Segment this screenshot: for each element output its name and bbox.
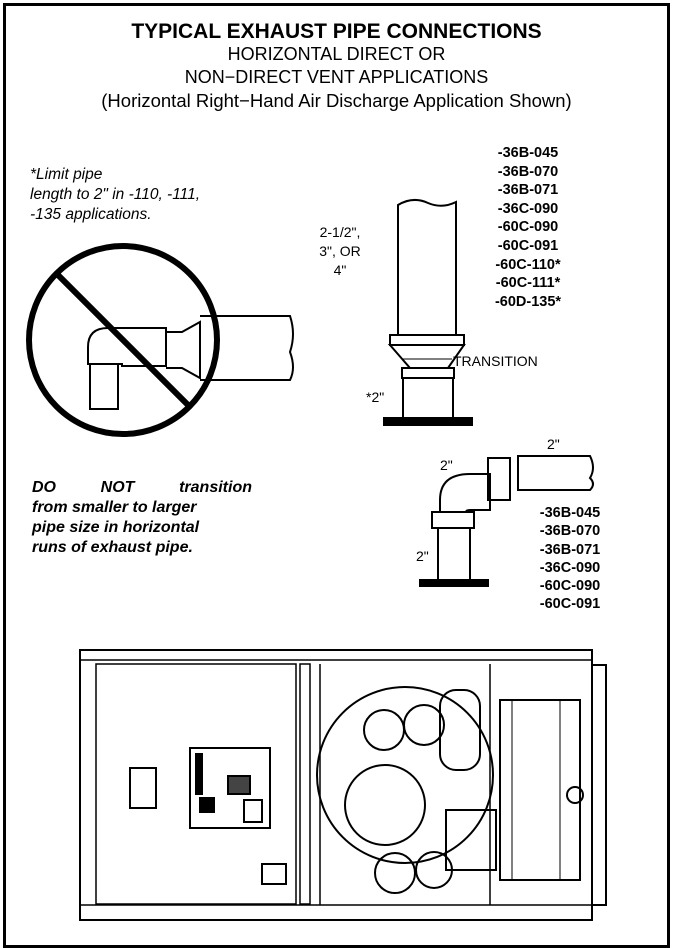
diagram-title: TYPICAL EXHAUST PIPE CONNECTIONS — [131, 20, 542, 43]
pipe-size-line-1: 2-1/2", — [319, 224, 361, 240]
elbow-vertical-size-label: 2" — [416, 548, 429, 564]
warning-text: DO NOT transition from smaller to larger… — [32, 478, 252, 558]
model-upper: -36B-071 — [497, 182, 559, 199]
sight-glass — [566, 786, 584, 804]
reducer-collar — [401, 367, 455, 379]
blower-compartment — [95, 663, 297, 905]
model-lower: -60C-090 — [539, 578, 601, 595]
warning-line-2: from smaller to larger — [32, 499, 197, 516]
model-upper: -36C-090 — [497, 200, 559, 217]
models-lower-list: -36B-045 -36B-070 -36B-071 -36C-090 -60C… — [530, 504, 610, 614]
short-pipe-label: *2" — [366, 389, 385, 405]
component-box — [129, 767, 157, 809]
two-inch-horizontal-pipe — [517, 455, 594, 491]
short-vertical-pipe — [402, 377, 454, 419]
control-board — [189, 747, 271, 829]
warning-line-1: DO NOT transition — [32, 478, 252, 498]
gas-valve — [445, 809, 497, 871]
subtitle-line-2: NON−DIRECT VENT APPLICATIONS — [184, 67, 489, 87]
warning-word: DO — [32, 479, 56, 496]
elbow-coupling — [487, 457, 511, 501]
pipe-size-line-2: 3", OR — [319, 243, 361, 259]
model-upper: -60C-110* — [495, 256, 561, 273]
large-vertical-pipe — [397, 199, 457, 336]
transition-label: TRANSITION — [453, 353, 538, 369]
transformer — [261, 863, 287, 885]
model-upper: -36B-070 — [497, 163, 559, 180]
pipe-coupling — [389, 334, 465, 346]
small-vertical-pipe — [89, 363, 119, 410]
warning-word: NOT — [100, 479, 135, 496]
allowed-elbow-assembly — [419, 455, 594, 587]
transition-fitting — [166, 320, 201, 380]
large-horizontal-pipe — [200, 315, 294, 381]
base-flange — [383, 417, 473, 426]
limit-note-line-3: -135 applications. — [30, 206, 152, 223]
warning-line-4: runs of exhaust pipe. — [32, 539, 193, 556]
cabinet-side-panel — [591, 664, 607, 906]
prohibited-slash — [54, 271, 192, 409]
model-upper: -60C-090 — [497, 219, 559, 236]
model-lower: -60C-091 — [539, 596, 601, 613]
pressure-switch — [403, 704, 445, 746]
prohibited-symbol — [26, 243, 220, 437]
two-inch-elbow — [439, 473, 491, 513]
model-lower: -36C-090 — [539, 559, 601, 576]
subtitle-line-1: HORIZONTAL DIRECT OR — [227, 44, 446, 64]
transition-reducer — [387, 344, 466, 369]
warning-word: transition — [179, 479, 252, 496]
limit-note: *Limit pipe length to 2" in -110, -111, … — [30, 165, 200, 225]
model-upper: -60D-135* — [494, 293, 562, 310]
model-upper: -60C-111* — [495, 275, 561, 292]
vertical-pipe-assembly — [383, 199, 473, 426]
model-lower: -36B-070 — [539, 523, 601, 540]
inducer-motor — [344, 764, 426, 846]
vent-collar — [439, 689, 481, 771]
model-upper: -60C-091 — [497, 237, 559, 254]
pressure-switch — [363, 709, 405, 751]
small-elbow — [87, 327, 167, 367]
lower-coupling — [431, 511, 475, 529]
model-lower: -36B-071 — [539, 541, 601, 558]
limit-note-line-2: length to 2" in -110, -111, — [30, 186, 201, 203]
warning-line-3: pipe size in horizontal — [32, 519, 200, 536]
models-upper-list: -36B-045 -36B-070 -36B-071 -36C-090 -60C… — [488, 144, 568, 311]
model-lower: -36B-045 — [539, 505, 601, 521]
pipe-size-label: 2-1/2", 3", OR 4" — [310, 223, 370, 280]
limit-note-line-1: *Limit pipe — [30, 166, 103, 183]
elbow-base-flange — [419, 579, 489, 587]
model-upper: -36B-045 — [497, 145, 559, 161]
elbow-size-label: 2" — [440, 457, 453, 473]
prohibited-pipe-assembly — [87, 315, 294, 410]
furnace-cabinet — [79, 649, 607, 921]
subtitle-line-3: (Horizontal Right−Hand Air Discharge App… — [101, 90, 572, 111]
pipe-size-line-3: 4" — [333, 262, 347, 278]
inducer-housing — [316, 686, 494, 864]
gas-valve-fitting — [374, 852, 416, 894]
elbow-horizontal-size-label: 2" — [547, 436, 560, 452]
two-inch-vertical-pipe — [437, 527, 471, 581]
prohibited-circle — [26, 243, 220, 437]
